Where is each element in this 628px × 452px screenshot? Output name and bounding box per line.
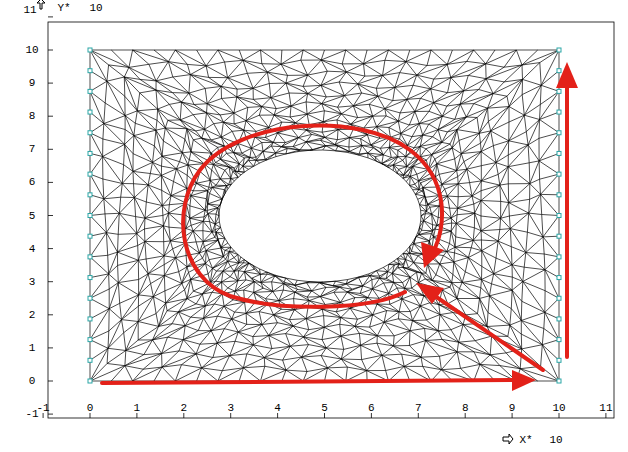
axis-label: 7 bbox=[415, 402, 422, 414]
boundary-node bbox=[557, 193, 561, 197]
circular-arrow bbox=[183, 126, 442, 307]
arrow-head bbox=[512, 370, 536, 391]
bottom-arrow bbox=[102, 380, 520, 383]
boundary-node bbox=[557, 358, 561, 362]
boundary-node bbox=[557, 110, 561, 114]
axis-label: 9 bbox=[509, 402, 516, 414]
boundary-node bbox=[88, 193, 92, 197]
boundary-node bbox=[88, 338, 92, 342]
boundary-node bbox=[88, 48, 92, 52]
axis-label: 1 bbox=[29, 342, 36, 354]
boundary-node bbox=[88, 234, 92, 238]
axis-label: 11 bbox=[599, 402, 612, 414]
red-annotation-arrows bbox=[102, 62, 578, 391]
axis-arrow-symbols bbox=[37, 0, 513, 444]
boundary-node bbox=[557, 338, 561, 342]
axis-name: X* bbox=[519, 434, 532, 446]
boundary-nodes bbox=[88, 48, 561, 383]
tick-marks bbox=[43, 17, 606, 418]
axis-label: 1 bbox=[134, 402, 141, 414]
boundary-node bbox=[557, 131, 561, 135]
boundary-node bbox=[88, 255, 92, 259]
axis-label: 9 bbox=[29, 77, 36, 89]
boundary-node bbox=[88, 172, 92, 176]
axis-label: 7 bbox=[29, 143, 36, 155]
boundary-node bbox=[88, 110, 92, 114]
boundary-node bbox=[557, 151, 561, 155]
boundary-node bbox=[88, 89, 92, 93]
axis-label: 4 bbox=[274, 402, 281, 414]
boundary-node bbox=[557, 276, 561, 280]
boundary-node bbox=[557, 214, 561, 218]
axis-label: 10 bbox=[89, 2, 102, 14]
boundary-node bbox=[88, 69, 92, 73]
axis-label: 10 bbox=[549, 434, 562, 446]
axis-label: 5 bbox=[29, 210, 36, 222]
right-arrow-symbol bbox=[503, 434, 513, 444]
axis-label: 3 bbox=[227, 402, 234, 414]
plot-frame bbox=[48, 22, 614, 418]
boundary-node bbox=[88, 296, 92, 300]
boundary-node bbox=[88, 131, 92, 135]
diagonal-arrow bbox=[432, 294, 543, 370]
axis-label: 11 bbox=[23, 4, 36, 16]
mesh-lines bbox=[90, 50, 559, 381]
right-arrow bbox=[565, 82, 569, 357]
boundary-node bbox=[88, 379, 92, 383]
up-arrow-symbol bbox=[37, 0, 45, 9]
axis-label: 3 bbox=[29, 276, 36, 288]
boundary-node bbox=[557, 255, 561, 259]
boundary-node bbox=[88, 214, 92, 218]
boundary-node bbox=[88, 358, 92, 362]
boundary-node bbox=[557, 317, 561, 321]
boundary-node bbox=[557, 48, 561, 52]
axis-ticks bbox=[43, 17, 606, 418]
axis-label: 2 bbox=[29, 309, 36, 321]
boundary-node bbox=[557, 172, 561, 176]
boundary-node bbox=[557, 296, 561, 300]
axis-label: 5 bbox=[321, 402, 328, 414]
boundary-node bbox=[557, 234, 561, 238]
arrow-head bbox=[421, 242, 444, 268]
boundary-node bbox=[557, 69, 561, 73]
boundary-node bbox=[88, 317, 92, 321]
axis-label: 2 bbox=[180, 402, 187, 414]
axis-label: -1 bbox=[36, 402, 49, 414]
arrow-head bbox=[556, 62, 578, 88]
axis-label: 6 bbox=[368, 402, 375, 414]
axis-label: 8 bbox=[29, 110, 36, 122]
axis-label: 6 bbox=[29, 176, 36, 188]
axis-label: 10 bbox=[25, 44, 38, 56]
axis-name: Y* bbox=[57, 2, 70, 14]
axis-label: 0 bbox=[87, 402, 94, 414]
boundary-node bbox=[88, 151, 92, 155]
finite-element-mesh bbox=[90, 50, 559, 381]
boundary-node bbox=[557, 89, 561, 93]
boundary-node bbox=[88, 276, 92, 280]
axis-label: 10 bbox=[552, 402, 565, 414]
axis-label: 0 bbox=[29, 375, 36, 387]
axis-label: 4 bbox=[29, 243, 36, 255]
boundary-node bbox=[557, 379, 561, 383]
axis-label: 8 bbox=[462, 402, 469, 414]
arrow-head bbox=[416, 283, 444, 304]
